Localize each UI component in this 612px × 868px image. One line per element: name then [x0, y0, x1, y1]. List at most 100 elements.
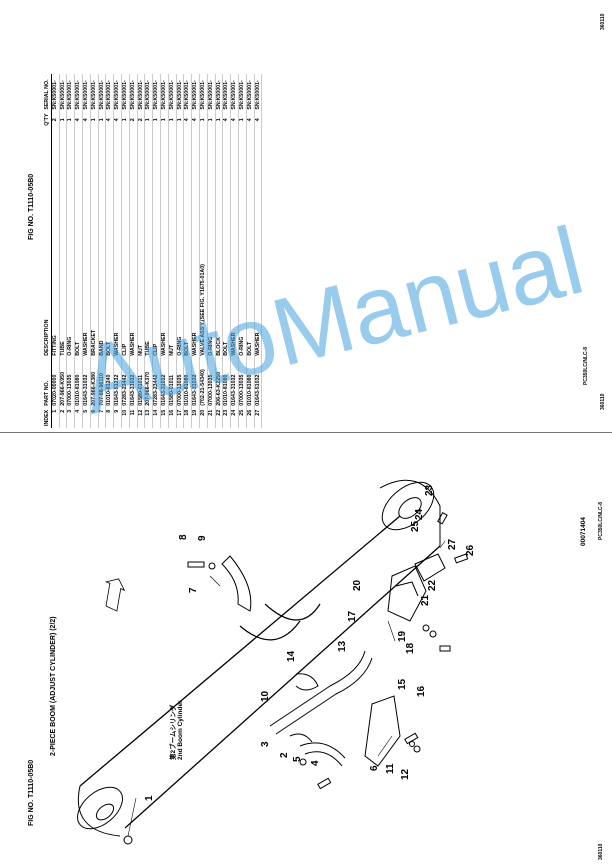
cell-index: 18: [183, 407, 192, 428]
cell-qty: 1: [121, 111, 130, 128]
cell-part-no: 01643-31032: [160, 357, 169, 408]
cell-index: 10: [121, 407, 130, 428]
cell-qty: 4: [183, 111, 192, 128]
cell-description: NUT: [168, 127, 177, 358]
cell-description: O-RING: [238, 127, 247, 358]
cell-part-no: 207-966-K370: [144, 357, 153, 408]
cell-description: WASHER: [129, 127, 138, 358]
cell-serial: SN:K50001-: [129, 73, 138, 112]
cell-part-no: 07000-13035: [66, 357, 75, 408]
cell-qty: 4: [191, 111, 200, 128]
cell-description: BLOCK: [215, 127, 223, 358]
cell-index: 7: [98, 407, 106, 428]
col-index: INDEX: [44, 407, 52, 428]
col-qty: Q'TY: [44, 111, 52, 128]
cell-serial: SN:K50001-: [82, 73, 91, 112]
cell-index: 11: [129, 407, 138, 428]
cell-qty: 4: [105, 111, 114, 128]
cell-serial: SN:K50001-: [98, 73, 106, 112]
callout-18: 18: [405, 642, 416, 654]
cell-qty: 4: [74, 111, 83, 128]
callout-9: 9: [197, 535, 208, 541]
cell-serial: SN:K50001-: [230, 73, 239, 112]
cell-part-no: 01643-51032: [254, 357, 262, 408]
cell-serial: SN:K50001-: [176, 73, 184, 112]
table-row: 20(702-21-54340)VALVE ASS'Y,(SEE FIG. Y1…: [199, 73, 208, 428]
cell-index: 19: [191, 407, 200, 428]
cell-description: WASHER: [254, 127, 262, 358]
cell-index: 15: [160, 407, 169, 428]
cell-index: 22: [215, 407, 223, 428]
cell-serial: SN:K50001-: [152, 73, 161, 112]
cell-serial: SN:K50001-: [238, 73, 247, 112]
cell-description: WASHER: [113, 127, 122, 358]
cell-part-no: 01010-81080: [183, 357, 192, 408]
cell-index: 14: [152, 407, 161, 428]
cell-serial: SN:K50001-: [246, 73, 255, 112]
cell-part-no: 01010-81240: [105, 357, 114, 408]
cell-part-no: 01580-01011: [137, 357, 145, 408]
cell-qty: 1: [176, 111, 184, 128]
callout-19: 19: [397, 630, 408, 642]
cell-part-no: 01580-01011: [168, 357, 177, 408]
cell-description: BRACKET: [90, 127, 99, 358]
callout-20: 20: [352, 579, 363, 591]
callout-2: 2: [279, 752, 290, 758]
cell-serial: SN:K50001-: [59, 73, 67, 112]
callout-15: 15: [397, 678, 408, 690]
cell-index: 13: [144, 407, 153, 428]
fig-number-top: FIG NO. T1110-05B0: [28, 174, 35, 240]
callout-11: 11: [385, 763, 396, 774]
cell-index: 4: [74, 407, 83, 428]
cell-part-no: 07020-00000: [51, 357, 60, 408]
cell-index: 21: [207, 407, 216, 428]
cell-serial: SN:K50001-: [74, 73, 83, 112]
callout-1: 1: [144, 795, 155, 801]
cell-qty: 1: [215, 111, 223, 128]
callout-27: 27: [447, 538, 458, 550]
cell-description: CLIP: [152, 127, 161, 358]
cell-qty: 1: [59, 111, 67, 128]
cell-serial: SN:K50001-: [199, 73, 208, 112]
cell-serial: SN:K50001-: [144, 73, 153, 112]
cell-serial: SN:K50001-: [51, 73, 60, 112]
cell-description: WASHER: [160, 127, 169, 358]
cell-description: BAND: [98, 127, 106, 358]
cell-description: BOLT: [246, 127, 255, 358]
cell-serial: SN:K50001-: [215, 73, 223, 112]
cell-qty: 1: [238, 111, 247, 128]
cell-serial: SN:K50001-: [90, 73, 99, 112]
cell-part-no: 206-63-K2250: [215, 357, 223, 408]
cell-serial: SN:K50001-: [137, 73, 145, 112]
cell-serial: SN:K50001-: [113, 73, 122, 112]
cell-part-no: 207-966-K380: [90, 357, 99, 408]
cell-index: 17: [176, 407, 184, 428]
cell-description: O-RING: [66, 127, 75, 358]
cell-part-no: 01010-81080: [246, 357, 255, 408]
cell-serial: SN:K50001-: [183, 73, 192, 112]
callout-10: 10: [260, 690, 271, 702]
callout-13: 13: [337, 640, 348, 652]
callout-12: 12: [400, 768, 411, 780]
col-part-no: PART NO.: [44, 357, 52, 408]
cell-qty: 1: [98, 111, 106, 128]
cell-index: 1: [51, 407, 60, 428]
cell-qty: 1: [152, 111, 161, 128]
cell-part-no: 07000-13035: [207, 357, 216, 408]
cell-part-no: 707-88-96110: [98, 357, 106, 408]
cell-serial: SN:K50001-: [66, 73, 75, 112]
cell-qty: 4: [113, 111, 122, 128]
cell-serial: SN:K50001-: [105, 73, 114, 112]
cell-description: WASHER: [230, 127, 239, 358]
